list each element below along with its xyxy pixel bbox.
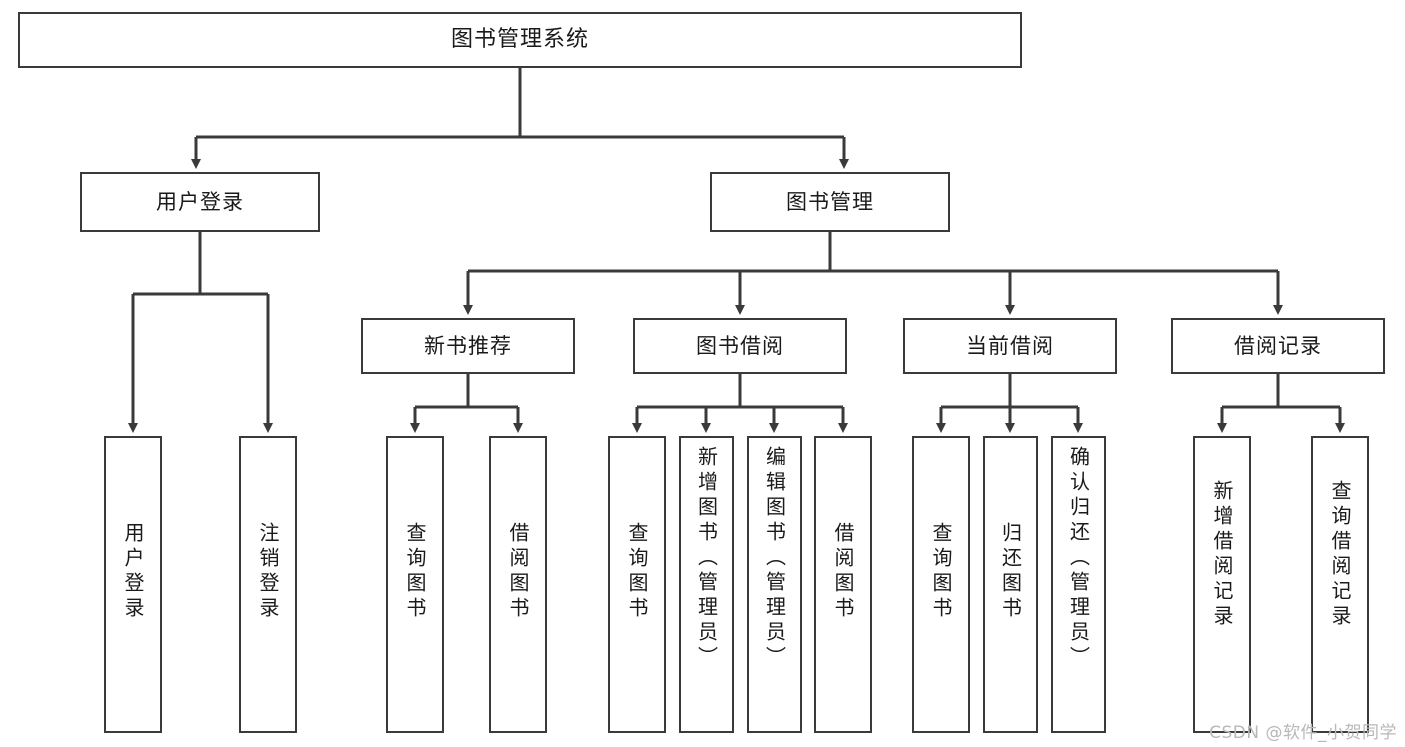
leaf-edit-book-admin-label: 编辑图书（管理员） [762, 446, 787, 671]
leaf-add-borrow-record[interactable]: 新增借阅记录 [1193, 436, 1251, 733]
node-book-borrow-label: 图书借阅 [696, 333, 784, 358]
leaf-borrow-book-1[interactable]: 借阅图书 [489, 436, 547, 733]
node-user-login-label: 用户登录 [156, 189, 244, 214]
leaf-query-borrow-record[interactable]: 查询借阅记录 [1311, 436, 1369, 733]
node-new-book-recommend[interactable]: 新书推荐 [361, 318, 575, 374]
leaf-query-book-1[interactable]: 查询图书 [386, 436, 444, 733]
node-current-borrow[interactable]: 当前借阅 [903, 318, 1117, 374]
leaf-query-book-2-label: 查询图书 [625, 522, 649, 622]
node-book-management[interactable]: 图书管理 [710, 172, 950, 232]
leaf-return-book[interactable]: 归还图书 [983, 436, 1038, 733]
leaf-edit-book-admin[interactable]: 编辑图书（管理员） [747, 436, 802, 733]
watermark-text: CSDN @软件_小贺同学 [1209, 723, 1397, 743]
node-borrow-record-label: 借阅记录 [1234, 333, 1322, 358]
node-current-borrow-label: 当前借阅 [966, 333, 1054, 358]
leaf-logout-label: 注销登录 [256, 522, 280, 622]
leaf-add-book-admin[interactable]: 新增图书（管理员） [679, 436, 734, 733]
leaf-borrow-book-2-label: 借阅图书 [831, 522, 855, 622]
leaf-user-login-label: 用户登录 [121, 522, 145, 622]
leaf-add-book-admin-label: 新增图书（管理员） [694, 446, 719, 671]
leaf-query-borrow-record-label: 查询借阅记录 [1328, 480, 1352, 630]
leaf-query-book-1-label: 查询图书 [403, 522, 427, 622]
leaf-confirm-return-admin[interactable]: 确认归还（管理员） [1051, 436, 1106, 733]
node-root-system[interactable]: 图书管理系统 [18, 12, 1022, 68]
leaf-borrow-book-2[interactable]: 借阅图书 [814, 436, 872, 733]
leaf-query-book-3[interactable]: 查询图书 [912, 436, 970, 733]
node-new-book-recommend-label: 新书推荐 [424, 333, 512, 358]
leaf-user-login[interactable]: 用户登录 [104, 436, 162, 733]
leaf-query-book-3-label: 查询图书 [929, 522, 953, 622]
node-borrow-record[interactable]: 借阅记录 [1171, 318, 1385, 374]
node-root-system-label: 图书管理系统 [450, 27, 589, 53]
leaf-return-book-label: 归还图书 [998, 522, 1023, 622]
leaf-logout[interactable]: 注销登录 [239, 436, 297, 733]
leaf-add-borrow-record-label: 新增借阅记录 [1210, 480, 1234, 630]
leaf-borrow-book-1-label: 借阅图书 [506, 522, 530, 622]
node-user-login[interactable]: 用户登录 [80, 172, 320, 232]
node-book-borrow[interactable]: 图书借阅 [633, 318, 847, 374]
node-book-management-label: 图书管理 [786, 189, 874, 214]
leaf-confirm-return-admin-label: 确认归还（管理员） [1066, 446, 1091, 671]
leaf-query-book-2[interactable]: 查询图书 [608, 436, 666, 733]
